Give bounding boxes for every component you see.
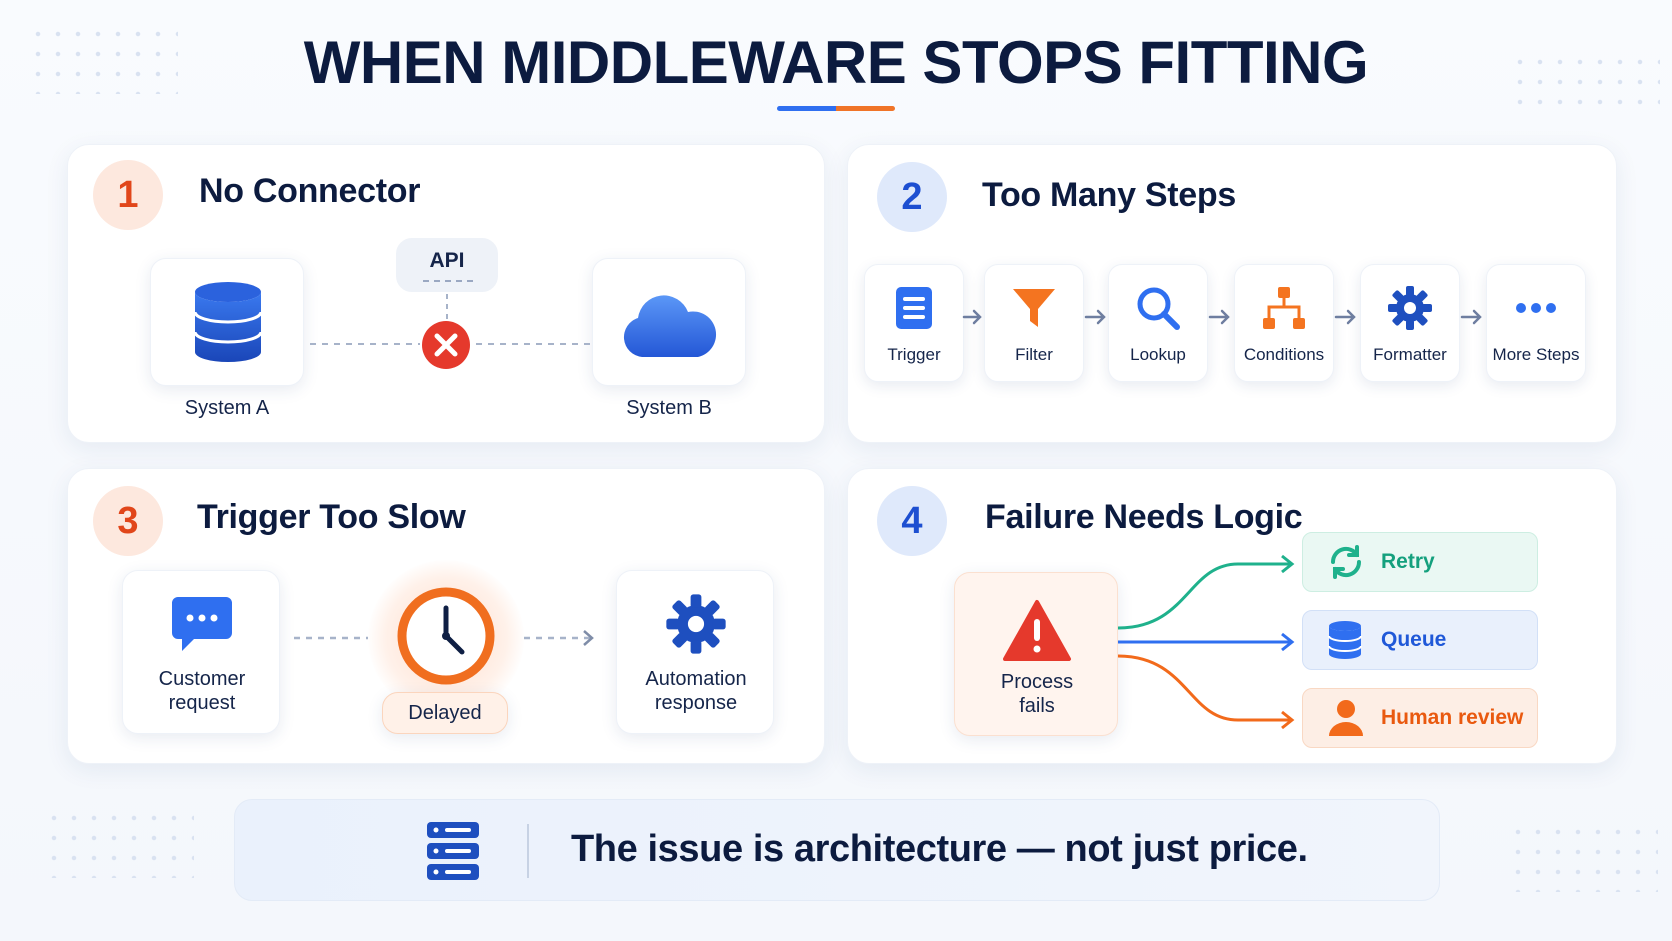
automation-response-label-1: Automation xyxy=(645,668,747,690)
step-formatter: Formatter xyxy=(1360,264,1460,382)
retry-option: Retry xyxy=(1302,532,1538,592)
delayed-badge: Delayed xyxy=(382,692,508,734)
cloud-icon xyxy=(623,295,717,357)
api-underline xyxy=(423,280,473,282)
delayed-label: Delayed xyxy=(408,702,482,724)
step-label: More Steps xyxy=(1492,345,1580,364)
card-3-number: 3 xyxy=(93,486,163,556)
card-3-title: Trigger Too Slow xyxy=(197,498,466,536)
connection-line xyxy=(310,294,590,345)
system-b-label: System B xyxy=(626,397,712,419)
card-4-number: 4 xyxy=(877,486,947,556)
database-icon xyxy=(1328,621,1362,659)
step-trigger: Trigger xyxy=(864,264,964,382)
branch-arrows xyxy=(1118,554,1295,730)
database-icon xyxy=(193,282,263,362)
step-filter: Filter xyxy=(984,264,1084,382)
queue-option: Queue xyxy=(1302,610,1538,670)
hierarchy-icon xyxy=(1263,287,1305,329)
clock-icon xyxy=(397,587,495,685)
step-lookup: Lookup xyxy=(1108,264,1208,382)
page-title: WHEN MIDDLEWARE STOPS FITTING xyxy=(303,29,1369,96)
banner-text: The issue is architecture — not just pri… xyxy=(571,828,1308,870)
process-fails-label-2: fails xyxy=(1019,695,1055,717)
step-conditions: Conditions xyxy=(1234,264,1334,382)
more-dots-icon xyxy=(1516,303,1556,313)
step-label: Formatter xyxy=(1373,345,1447,364)
delay-connector xyxy=(294,630,594,646)
banner-divider xyxy=(527,824,529,878)
step-more: More Steps xyxy=(1486,264,1586,382)
system-a-tile xyxy=(150,258,304,386)
system-a-label: System A xyxy=(184,397,270,419)
decor-dots-bottom-right xyxy=(1508,822,1658,892)
human-review-option: Human review xyxy=(1302,688,1538,748)
card-2-number: 2 xyxy=(877,162,947,232)
decor-dots-top-left xyxy=(28,24,178,94)
step-label: Trigger xyxy=(887,345,941,364)
document-icon xyxy=(896,287,932,329)
card-1-number: 1 xyxy=(93,160,163,230)
customer-request-label-1: Customer xyxy=(158,668,246,690)
warning-icon xyxy=(1003,600,1071,661)
decor-dots-top-right xyxy=(1510,52,1660,112)
chat-icon xyxy=(172,597,232,651)
card-2-title: Too Many Steps xyxy=(982,176,1236,214)
customer-request-label-2: request xyxy=(168,692,236,714)
step-label: Filter xyxy=(1015,345,1053,364)
error-x-icon xyxy=(422,321,470,369)
gear-icon xyxy=(666,594,726,654)
retry-icon xyxy=(1330,545,1362,579)
api-box: API xyxy=(396,238,498,292)
search-icon xyxy=(1137,287,1180,330)
summary-banner: The issue is architecture — not just pri… xyxy=(234,799,1440,901)
step-label: Conditions xyxy=(1243,345,1325,364)
process-fails-label-1: Process xyxy=(1000,671,1074,693)
decor-dots-bottom-left xyxy=(44,808,194,878)
automation-response-tile: Automation response xyxy=(616,570,774,734)
queue-label: Queue xyxy=(1381,628,1447,651)
person-icon xyxy=(1329,700,1363,736)
server-icon xyxy=(427,822,479,880)
card-1-title: No Connector xyxy=(199,172,421,210)
step-arrows xyxy=(962,309,1482,325)
card-4-title: Failure Needs Logic xyxy=(985,498,1303,536)
automation-response-label-2: response xyxy=(654,692,738,714)
customer-request-tile: Customer request xyxy=(122,570,280,734)
title-underline xyxy=(777,106,895,111)
retry-label: Retry xyxy=(1381,550,1435,573)
process-fails-tile: Process fails xyxy=(954,572,1118,736)
api-label: API xyxy=(429,249,465,272)
human-review-label: Human review xyxy=(1381,706,1524,729)
system-b-tile xyxy=(592,258,746,386)
funnel-icon xyxy=(1013,289,1055,327)
step-label: Lookup xyxy=(1130,345,1186,364)
gear-icon xyxy=(1388,286,1432,330)
